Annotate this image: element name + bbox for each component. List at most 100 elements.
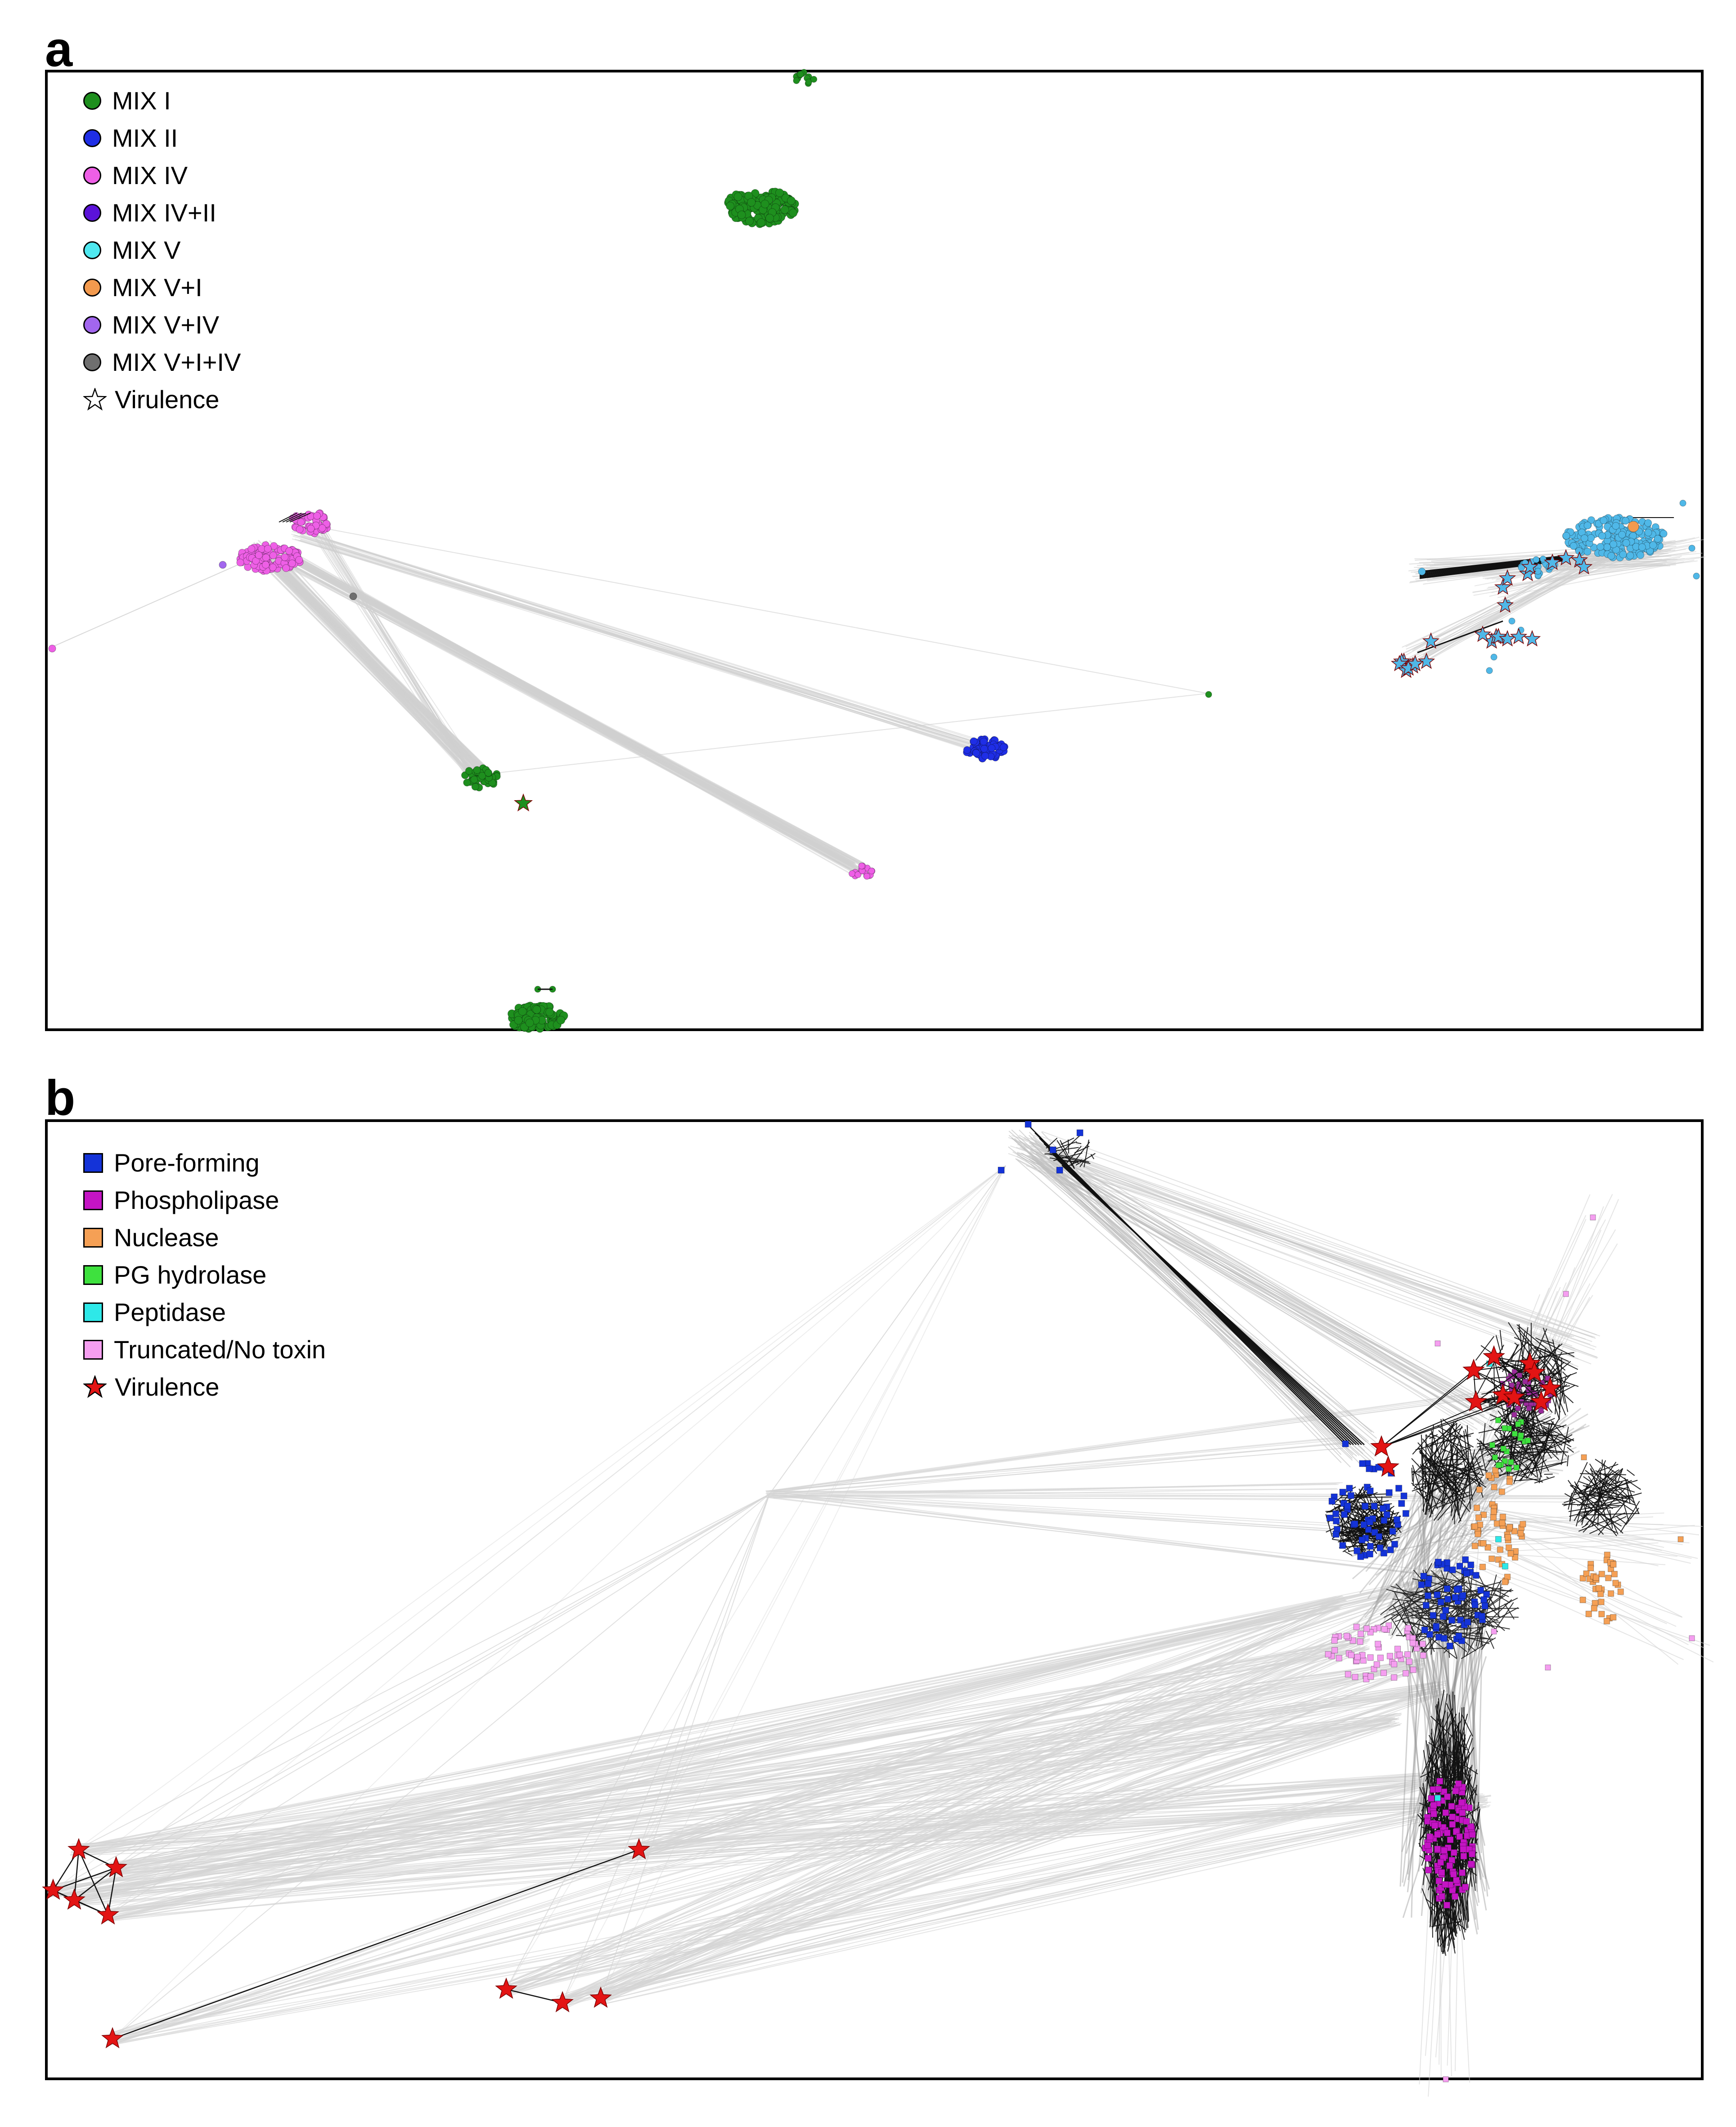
phospholipase-node (1522, 1379, 1528, 1384)
mix-i-node (726, 202, 735, 211)
mix-i-node (805, 78, 812, 86)
edge-bundle (294, 538, 986, 746)
edge-bundle (263, 555, 479, 780)
pg-hydrolase-node (1515, 1421, 1521, 1427)
nuclease-node (1471, 1523, 1478, 1530)
panel_b-legend-label: Virulence (115, 1373, 220, 1401)
mix-i-node (780, 205, 789, 214)
nuclease-node (1598, 1571, 1605, 1577)
square-swatch-icon (83, 1302, 103, 1322)
phospholipase-node (1444, 1830, 1451, 1836)
pore-forming-node (1395, 1485, 1403, 1492)
edge-bundle (312, 521, 480, 788)
square-swatch-icon (83, 1190, 103, 1210)
truncated-node (1354, 1654, 1361, 1660)
edge (1577, 1505, 1579, 1506)
phospholipase-node (1435, 1785, 1442, 1793)
edge (1546, 1476, 1549, 1478)
phospholipase-node (1434, 1831, 1441, 1838)
truncated-node (1689, 1635, 1695, 1641)
edge (769, 1165, 1006, 1495)
mix-i-node (793, 77, 800, 84)
pore-forming-node (1332, 1510, 1340, 1517)
phospholipase-node (1452, 1788, 1459, 1794)
edge-bundle (291, 533, 980, 743)
edge-bundle (75, 1681, 1444, 1893)
edge-bundle (1017, 1151, 1574, 1365)
pore-forming-node (1342, 1440, 1349, 1447)
truncated-node (1381, 1626, 1388, 1632)
pg-hydrolase-node (1502, 1425, 1508, 1431)
nuclease-node (1489, 1555, 1495, 1562)
nuclease-node (1517, 1530, 1524, 1537)
edge-bundle (287, 557, 859, 871)
truncated-node (1406, 1658, 1412, 1665)
pg-hydrolase-node (1508, 1459, 1514, 1465)
edge-bundle (1017, 1154, 1480, 1406)
pg-hydrolase-node (1511, 1431, 1518, 1437)
pore-forming-node (1366, 1550, 1373, 1558)
pore-forming-node (1367, 1543, 1374, 1550)
panel_b-legend-item: PG hydrolase (83, 1256, 326, 1293)
pore-forming-node (1383, 1511, 1390, 1518)
pore-forming-node (1376, 1533, 1383, 1540)
truncated-node (1348, 1652, 1354, 1658)
phospholipase-node (1435, 1877, 1443, 1884)
pg-hydrolase-node (1500, 1446, 1507, 1452)
phospholipase-node (1517, 1372, 1523, 1378)
truncated-node (1377, 1654, 1384, 1661)
truncated-node (1396, 1651, 1403, 1658)
nuclease-node (1611, 1571, 1618, 1577)
pore-forming-node (1358, 1537, 1366, 1544)
edge-bundle (310, 530, 472, 786)
phospholipase-node (1436, 1778, 1444, 1785)
phospholipase-node (1444, 1793, 1451, 1800)
mix-i-node (484, 769, 492, 777)
phospholipase-node (1463, 1818, 1470, 1825)
phospholipase-node (1430, 1810, 1437, 1817)
pore-forming-node (1359, 1460, 1366, 1467)
truncated-node (1491, 1628, 1497, 1635)
edge (49, 562, 243, 649)
nuclease-node (1507, 1550, 1514, 1557)
pore-forming-node (1481, 1602, 1489, 1609)
edge (1567, 1447, 1574, 1453)
pore-forming-node (1380, 1505, 1386, 1512)
edge-bundle (1008, 1153, 1579, 1360)
nuclease-node (1476, 1486, 1483, 1493)
panel_b-legend-label: PG hydrolase (114, 1261, 267, 1289)
virulence-node (1370, 1435, 1393, 1457)
nuclease-node (1608, 1590, 1614, 1597)
pg-hydrolase-node (1525, 1438, 1531, 1444)
truncated-node (1381, 1670, 1387, 1676)
pore-forming-node (1400, 1492, 1408, 1500)
mix-i-node (473, 766, 481, 774)
truncated-node (1394, 1645, 1401, 1652)
pore-forming-node (1387, 1546, 1394, 1553)
panel_b-legend-item: Truncated/No toxin (83, 1331, 326, 1368)
pore-forming-node (1456, 1563, 1463, 1570)
pore-forming-node (1333, 1517, 1340, 1524)
panel_b-legend-label: Phospholipase (114, 1186, 279, 1214)
edge-bundle (566, 1604, 1341, 2006)
phospholipase-node (1452, 1893, 1459, 1900)
phospholipase-node (1453, 1877, 1460, 1884)
phospholipase-node (1526, 1406, 1532, 1411)
nuclease-node (1498, 1488, 1505, 1495)
pore-forming-node (1425, 1580, 1432, 1587)
truncated-node (1373, 1661, 1380, 1668)
truncated-node (1352, 1674, 1358, 1681)
truncated-node (1419, 1640, 1426, 1647)
pore-forming-node (1472, 1572, 1480, 1579)
edge-bundle (1026, 1165, 1579, 1367)
phospholipase-node (1449, 1821, 1456, 1828)
truncated-node (1405, 1625, 1412, 1631)
nuclease-node (1603, 1618, 1610, 1625)
pore-forming-node (1440, 1635, 1448, 1642)
edge-bundle (1041, 1146, 1593, 1338)
edge (769, 1448, 1344, 1495)
pore-forming-node (1453, 1586, 1461, 1593)
nuclease-node (1593, 1574, 1599, 1581)
nuclease-node (1485, 1472, 1492, 1479)
